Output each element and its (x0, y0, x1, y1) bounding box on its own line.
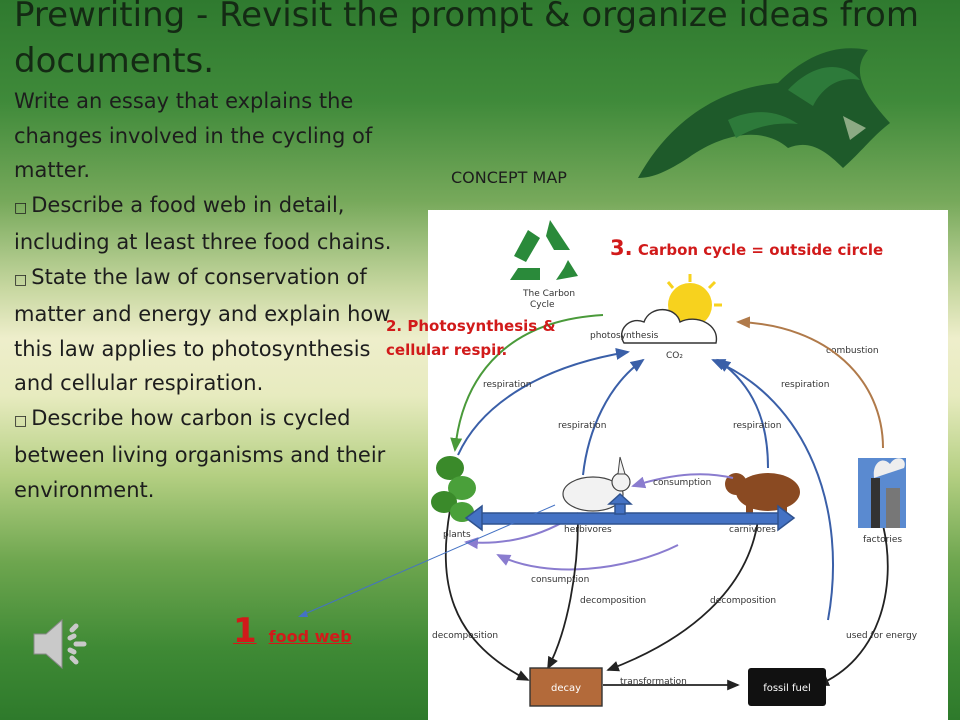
prompt-item-text: Describe how carbon is cycled between li… (14, 405, 386, 502)
food-chain-double-arrow (464, 492, 796, 532)
respiration-label: respiration (483, 380, 531, 390)
respiration-label: respiration (781, 380, 829, 390)
ram-mascot-icon (638, 48, 890, 179)
diagram-title-line2: Cycle (530, 300, 555, 310)
annotation-number: 2. (386, 317, 403, 335)
prompt-item: □Describe a food web in detail, includin… (14, 188, 396, 260)
prompt-intro: Write an essay that explains the changes… (14, 89, 373, 182)
diagram-title-line1: The Carbon (522, 289, 575, 299)
speaker-icon[interactable] (30, 612, 94, 676)
annotation-photosynthesis: 2. Photosynthesis & cellular respir. (386, 314, 596, 362)
food-web-pointer (299, 504, 556, 617)
combustion-label: combustion (826, 346, 879, 356)
respiration-label: respiration (558, 421, 606, 431)
consumption-label: consumption (653, 478, 711, 488)
respiration-label: respiration (733, 421, 781, 431)
annotation-number: 1 (233, 611, 257, 651)
essay-prompt: Write an essay that explains the changes… (14, 84, 396, 507)
co2-label: CO₂ (666, 351, 683, 361)
plant-icon (431, 456, 476, 522)
annotation-text: food web (268, 627, 352, 646)
prompt-item-text: Describe a food web in detail, including… (14, 192, 392, 255)
factory-icon (858, 458, 906, 528)
decomposition-label: decomposition (432, 631, 498, 641)
annotation-text: Carbon cycle = outside circle (637, 241, 884, 259)
rabbit-icon (562, 456, 631, 512)
annotation-text: Photosynthesis & cellular respir. (386, 317, 556, 359)
fossil-fuel-label: fossil fuel (763, 683, 811, 694)
used-for-energy-label: used for energy (846, 631, 918, 641)
prompt-item-text: State the law of conservation of matter … (14, 264, 391, 396)
decay-label: decay (551, 683, 581, 694)
prompt-item: □State the law of conservation of matter… (14, 260, 396, 401)
bullet-icon: □ (14, 271, 28, 288)
bear-icon (725, 473, 800, 514)
fossil-fuel-box (748, 668, 826, 706)
slide-title: Prewriting - Revisit the prompt & organi… (14, 0, 919, 81)
photosynthesis-label: photosynthesis (590, 331, 659, 341)
factories-label: factories (863, 535, 902, 545)
concept-map-label: CONCEPT MAP (451, 168, 567, 187)
annotation-carbon-cycle: 3. Carbon cycle = outside circle (610, 236, 883, 262)
decomposition-label: decomposition (580, 596, 646, 606)
prompt-item: □Describe how carbon is cycled between l… (14, 401, 396, 508)
recycle-icon (510, 220, 578, 280)
sun-cloud-icon (621, 274, 722, 344)
plants-label: plants (443, 530, 471, 540)
herbivores-label: herbivores (564, 525, 612, 535)
carbon-cycle-diagram: The Carbon Cycle photosynthesis CO₂ comb… (428, 210, 948, 720)
decomposition-label: decomposition (710, 596, 776, 606)
consumption-label: consumption (531, 575, 589, 585)
annotation-food-web: 1 food web (233, 611, 352, 651)
annotation-number: 3. (610, 236, 633, 260)
bullet-icon: □ (14, 412, 28, 429)
decay-box (529, 667, 603, 707)
carnivores-label: carnivores (729, 525, 776, 535)
bullet-icon: □ (14, 199, 28, 216)
transformation-label: transformation (620, 677, 687, 687)
